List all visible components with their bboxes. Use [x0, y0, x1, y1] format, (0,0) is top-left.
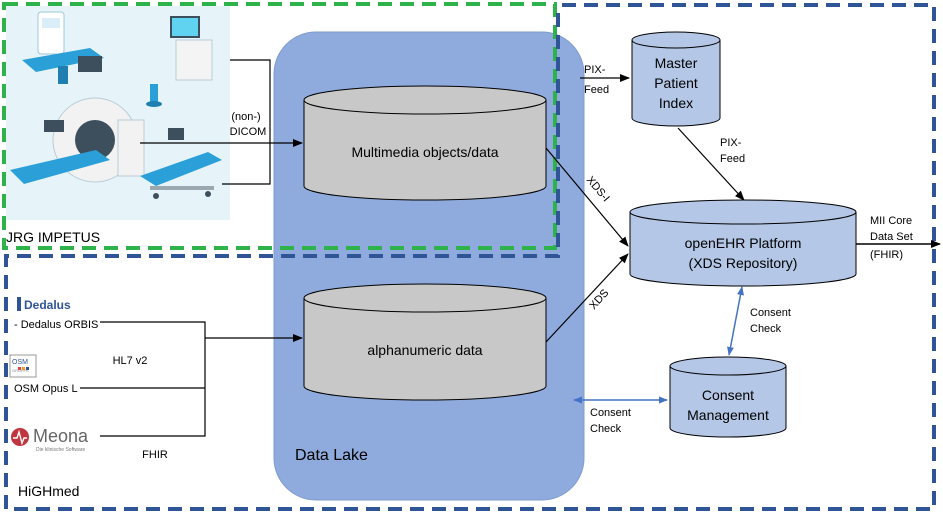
mii-label-3: (FHIR) — [870, 249, 903, 261]
pix-feed-arrow-2 — [677, 127, 745, 201]
osm-logo: OSM GRUPPE — [9, 354, 37, 378]
dedalus-logo: Dedalus — [17, 297, 71, 312]
pix-feed-1-label-a: PIX- — [584, 64, 606, 76]
mpi-label-3: Index — [659, 95, 693, 111]
impetus-group-label: JRG IMPETUS — [6, 229, 100, 245]
pix-feed-1-label-b: Feed — [584, 84, 609, 96]
consent-check-1-label-b: Check — [750, 323, 782, 335]
impetus-group-border — [2, 2, 557, 250]
alphanumeric-label: alphanumeric data — [367, 342, 482, 358]
svg-text:Meona: Meona — [33, 426, 89, 446]
meona-logo: Meona Die klinische Software — [11, 426, 89, 453]
xds-i-arrow — [545, 147, 629, 247]
pix-feed-2-label-b: Feed — [720, 153, 745, 165]
mpi-label-2: Patient — [654, 75, 698, 91]
dicom-connector — [140, 59, 303, 185]
pix-feed-2-label-a: PIX- — [720, 137, 742, 149]
mii-label-1: MII Core — [870, 215, 912, 227]
highmed-group-border — [4, 3, 936, 511]
consent-label-1: Consent — [702, 387, 754, 403]
multimedia-cylinder: Multimedia objects/data — [303, 85, 547, 201]
consent-management-cylinder: Consent Management — [669, 356, 787, 438]
xds-i-label: XDS-I — [584, 174, 612, 204]
multimedia-label: Multimedia objects/data — [351, 144, 498, 160]
openehr-label-2: (XDS Repository) — [689, 255, 798, 271]
svg-text:Dedalus: Dedalus — [24, 298, 71, 312]
fhir-label: FHIR — [142, 449, 168, 461]
medical-imaging-illustration — [6, 6, 230, 220]
dicom-label-2: DICOM — [230, 126, 267, 138]
hl7-label: HL7 v2 — [113, 355, 148, 367]
dicom-label-1: (non-) — [231, 111, 260, 123]
consent-check-2-label-b: Check — [590, 423, 622, 435]
consent-label-2: Management — [687, 407, 769, 423]
svg-text:GRUPPE: GRUPPE — [12, 368, 29, 373]
highmed-group-label: HiGHmed — [18, 483, 79, 499]
mii-label-2: Data Set — [870, 231, 913, 243]
consent-check-1-label-a: Consent — [750, 307, 791, 319]
xds-label: XDS — [587, 287, 611, 312]
source-connector — [80, 321, 303, 437]
osm-label: OSM Opus L — [14, 383, 78, 395]
mpi-cylinder: Master Patient Index — [631, 31, 721, 127]
xds-arrow — [545, 253, 629, 343]
data-lake-label: Data Lake — [295, 447, 368, 464]
consent-check-2-label-a: Consent — [590, 407, 631, 419]
openehr-label-1: openEHR Platform — [685, 235, 802, 251]
dedalus-label: - Dedalus ORBIS — [14, 319, 98, 331]
mpi-label-1: Master — [655, 55, 698, 71]
svg-text:Die klinische Software: Die klinische Software — [36, 447, 85, 453]
alphanumeric-cylinder: alphanumeric data — [303, 283, 547, 401]
consent-check-arrow-1 — [727, 286, 744, 356]
openehr-cylinder: openEHR Platform (XDS Repository) — [629, 199, 857, 287]
svg-text:OSM: OSM — [12, 359, 28, 366]
